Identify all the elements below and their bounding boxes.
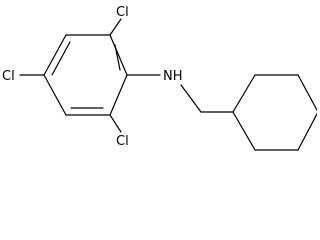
cyclohexane-bond-3 xyxy=(297,74,317,112)
cyclohexane-ring xyxy=(232,74,317,151)
ring-bond-2 xyxy=(109,74,128,116)
ring-bond-4 xyxy=(43,74,67,116)
bond-nh-to-ch2 xyxy=(180,84,202,113)
cyclohexane-bond-4 xyxy=(297,112,317,151)
atom-label-cl-top: Cl xyxy=(116,5,129,20)
atom-label-cl-bottom: Cl xyxy=(116,134,129,149)
cyclohexane-bond-1 xyxy=(232,74,256,113)
structure-canvas: Cl Cl Cl NH xyxy=(2,5,317,151)
atom-label-nh: NH xyxy=(163,69,183,84)
benzene-ring xyxy=(43,34,128,116)
ring-bond-5 xyxy=(43,34,67,76)
atom-label-cl-left: Cl xyxy=(2,69,15,84)
chemical-structure: Cl Cl Cl NH xyxy=(2,5,317,151)
bond-to-cl-top xyxy=(109,18,122,36)
cyclohexane-bond-6 xyxy=(232,111,256,151)
ring-bond-1 xyxy=(109,34,128,76)
ring-double-bond-1 xyxy=(114,44,121,71)
ring-double-bond-3 xyxy=(51,41,71,76)
bond-to-cl-bottom xyxy=(109,114,122,133)
